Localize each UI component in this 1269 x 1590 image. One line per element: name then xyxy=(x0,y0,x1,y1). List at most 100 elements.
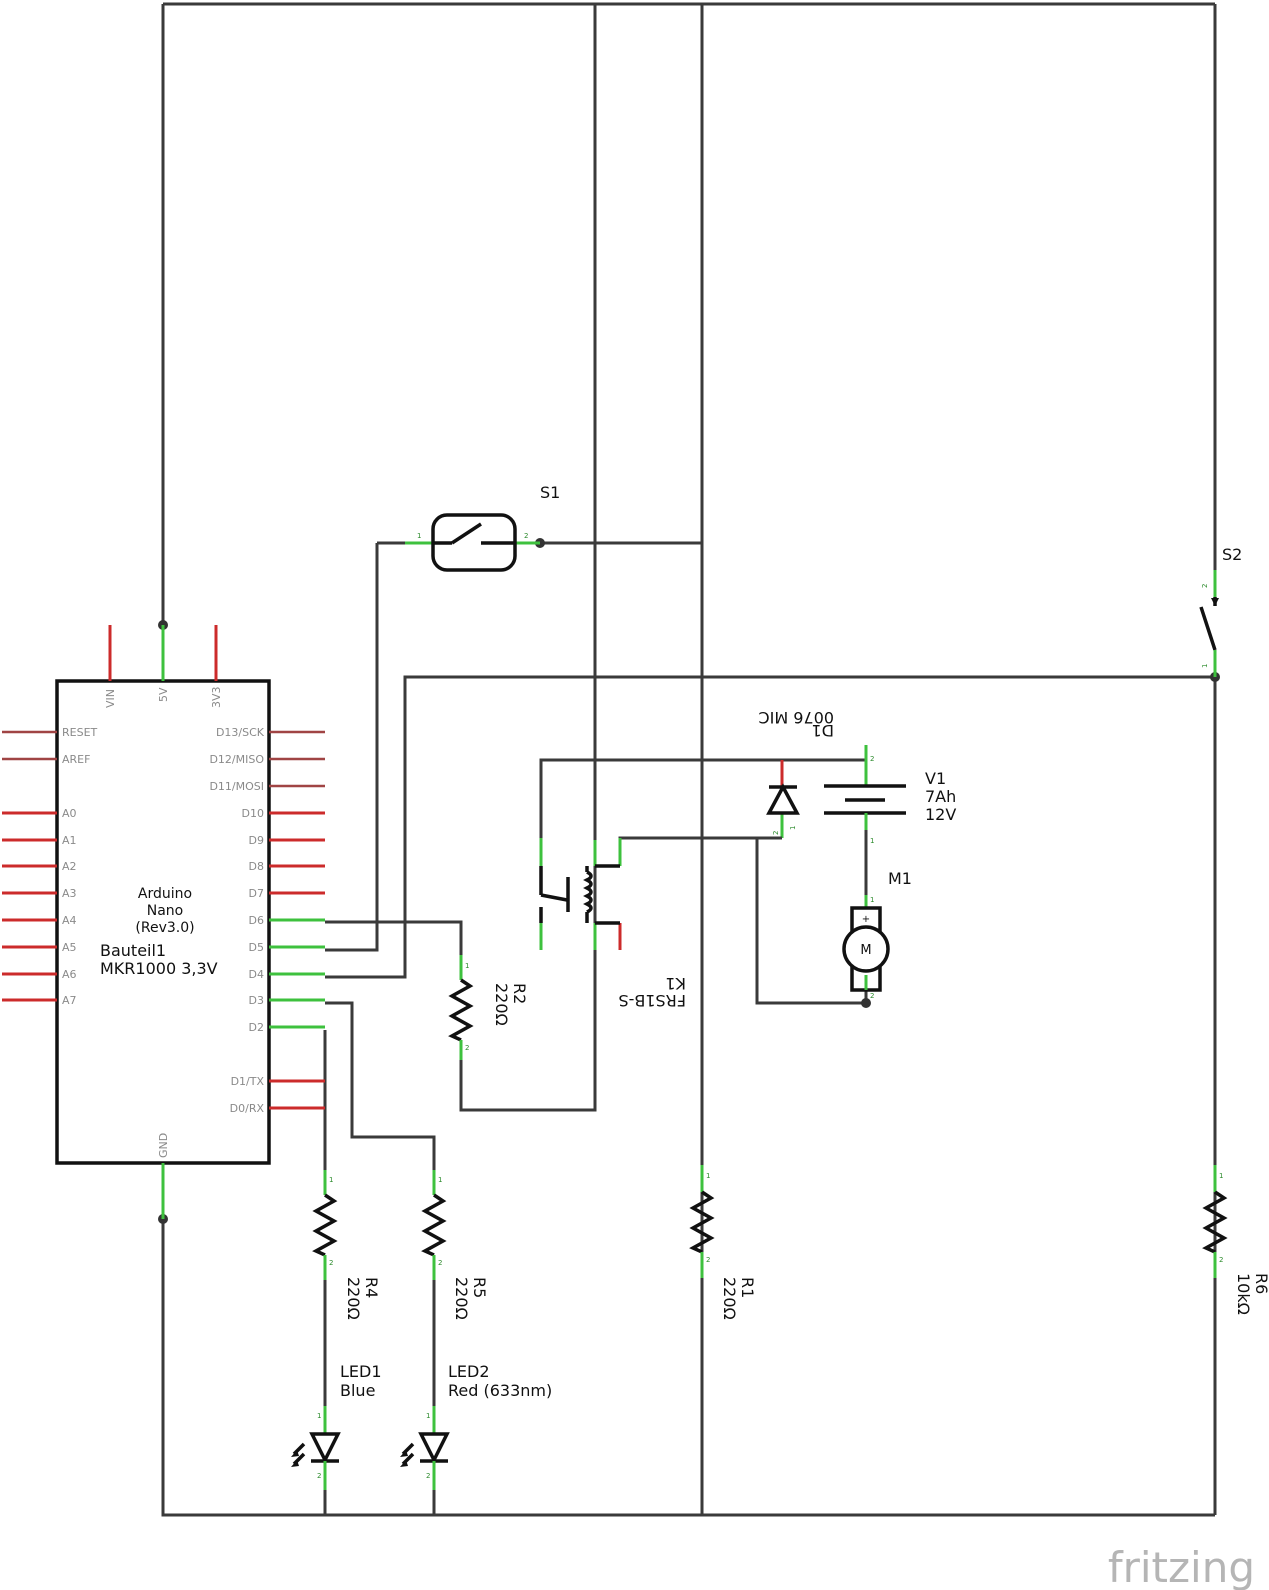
pin-label-d11: D11/MOSI xyxy=(209,780,264,793)
r4-value: 220Ω xyxy=(344,1277,363,1320)
pin-label-a4: A4 xyxy=(62,914,77,927)
pin-label-d7: D7 xyxy=(249,887,264,900)
pin-label-d13: D13/SCK xyxy=(216,726,265,739)
svg-text:2: 2 xyxy=(870,755,874,763)
resistor-r5[interactable]: 1 2 R5 220Ω xyxy=(421,1170,489,1320)
svg-text:1: 1 xyxy=(870,837,874,845)
svg-text:1: 1 xyxy=(1201,664,1209,668)
pin-label-reset: RESET xyxy=(62,726,98,739)
led-2[interactable]: 1 2 LED2 Red (633nm) xyxy=(400,1362,552,1490)
arduino-model: Nano xyxy=(147,903,184,919)
v1-ref: V1 xyxy=(925,769,946,788)
svg-text:1: 1 xyxy=(426,1412,430,1420)
resistor-r1[interactable]: 1 2 R1 220Ω xyxy=(689,1165,757,1320)
pin-label-d5: D5 xyxy=(249,941,264,954)
pin-label-d8: D8 xyxy=(249,860,264,873)
svg-text:1: 1 xyxy=(417,532,421,540)
r2-value: 220Ω xyxy=(492,983,511,1026)
pin-label-d1: D1/TX xyxy=(231,1075,265,1088)
pin-label-a0: A0 xyxy=(62,807,77,820)
resistor-r2[interactable]: 1 2 R2 220Ω xyxy=(448,955,529,1060)
svg-text:+: + xyxy=(862,914,870,925)
pin-label-3v3: 3V3 xyxy=(210,686,223,708)
svg-text:2: 2 xyxy=(438,1259,442,1267)
svg-text:2: 2 xyxy=(317,1472,321,1480)
relay-k1[interactable]: K1 FRS1B-S xyxy=(539,838,686,1010)
pin-label-d2: D2 xyxy=(249,1021,264,1034)
svg-text:2: 2 xyxy=(772,831,780,835)
pin-label-5v: 5V xyxy=(157,687,170,702)
pin-label-d10: D10 xyxy=(242,807,264,820)
arduino-ref: Bauteil1 xyxy=(100,941,166,960)
pin-label-vin: VIN xyxy=(104,689,117,708)
r6-ref: R6 xyxy=(1252,1273,1269,1294)
svg-text:2: 2 xyxy=(1219,1256,1223,1264)
d1-ref: D1 xyxy=(812,721,835,740)
svg-text:2: 2 xyxy=(426,1472,430,1480)
d1-part: 0076 MIC xyxy=(759,708,835,727)
arduino-rev: (Rev3.0) xyxy=(135,920,194,936)
switch-s1[interactable]: 1 2 S1 xyxy=(377,483,560,572)
s1-ref: S1 xyxy=(540,483,560,502)
diode-d1[interactable]: 2 1 D1 0076 MIC xyxy=(757,708,835,840)
svg-text:2: 2 xyxy=(1201,584,1209,588)
motor-symbol: M xyxy=(860,943,871,958)
pin-label-d9: D9 xyxy=(249,834,264,847)
arduino-name: Arduino xyxy=(138,886,192,902)
svg-text:1: 1 xyxy=(1219,1172,1223,1180)
svg-text:1: 1 xyxy=(317,1412,321,1420)
pin-label-d4: D4 xyxy=(249,968,264,981)
pin-label-a6: A6 xyxy=(62,968,77,981)
r5-ref: R5 xyxy=(470,1277,489,1298)
pin-label-d6: D6 xyxy=(249,914,264,927)
svg-text:2: 2 xyxy=(329,1259,333,1267)
pin-label-aref: AREF xyxy=(62,753,90,766)
led2-ref: LED2 xyxy=(448,1362,490,1381)
motor-m1[interactable]: M + - 1 2 M1 xyxy=(842,869,912,1000)
svg-text:2: 2 xyxy=(465,1044,469,1052)
battery-v1[interactable]: 2 1 V1 7Ah 12V xyxy=(824,745,956,845)
pin-label-a2: A2 xyxy=(62,860,77,873)
junctions xyxy=(158,538,1220,1224)
pin-label-a3: A3 xyxy=(62,887,77,900)
svg-text:2: 2 xyxy=(524,532,528,540)
svg-text:1: 1 xyxy=(789,826,797,830)
pin-label-a5: A5 xyxy=(62,941,77,954)
pin-label-a7: A7 xyxy=(62,994,77,1007)
r6-value: 10kΩ xyxy=(1234,1273,1253,1315)
m1-ref: M1 xyxy=(888,869,912,888)
led1-ref: LED1 xyxy=(340,1362,382,1381)
s2-ref: S2 xyxy=(1222,545,1242,564)
r5-value: 220Ω xyxy=(452,1277,471,1320)
r1-value: 220Ω xyxy=(720,1277,739,1320)
arduino-nano[interactable]: VIN 5V 3V3 RESET AREF A0 A1 A2 A3 A4 A5 … xyxy=(2,625,325,1219)
k1-ref: K1 xyxy=(665,974,686,993)
led1-color: Blue xyxy=(340,1381,375,1400)
r2-ref: R2 xyxy=(510,983,529,1004)
svg-text:2: 2 xyxy=(706,1256,710,1264)
switch-s2[interactable]: 2 1 S2 xyxy=(1199,545,1242,677)
pin-label-d0: D0/RX xyxy=(230,1102,265,1115)
r4-ref: R4 xyxy=(362,1277,381,1298)
svg-text:1: 1 xyxy=(706,1172,710,1180)
led-1[interactable]: 1 2 LED1 Blue xyxy=(291,1362,382,1490)
svg-text:1: 1 xyxy=(465,962,469,970)
led2-color: Red (633nm) xyxy=(448,1381,552,1400)
left-pins: RESET AREF A0 A1 A2 A3 A4 A5 A6 A7 xyxy=(2,726,98,1007)
fritzing-logo: fritzing xyxy=(1108,1543,1255,1590)
v1-voltage: 12V xyxy=(925,805,956,824)
right-pins: D13/SCK D12/MISO D11/MOSI D10 D9 D8 D7 D… xyxy=(209,726,325,1115)
v1-capacity: 7Ah xyxy=(925,787,956,806)
pin-label-gnd: GND xyxy=(157,1133,170,1158)
k1-part: FRS1B-S xyxy=(618,991,686,1010)
svg-text:1: 1 xyxy=(438,1176,442,1184)
svg-text:1: 1 xyxy=(329,1176,333,1184)
arduino-part: MKR1000 3,3V xyxy=(100,959,218,978)
svg-text:1: 1 xyxy=(870,896,874,904)
pin-label-a1: A1 xyxy=(62,834,77,847)
resistor-r4[interactable]: 1 2 R4 220Ω xyxy=(312,1170,381,1320)
svg-text:2: 2 xyxy=(870,992,874,1000)
r1-ref: R1 xyxy=(738,1277,757,1298)
resistor-r6[interactable]: 1 2 R6 10kΩ xyxy=(1202,1165,1269,1315)
